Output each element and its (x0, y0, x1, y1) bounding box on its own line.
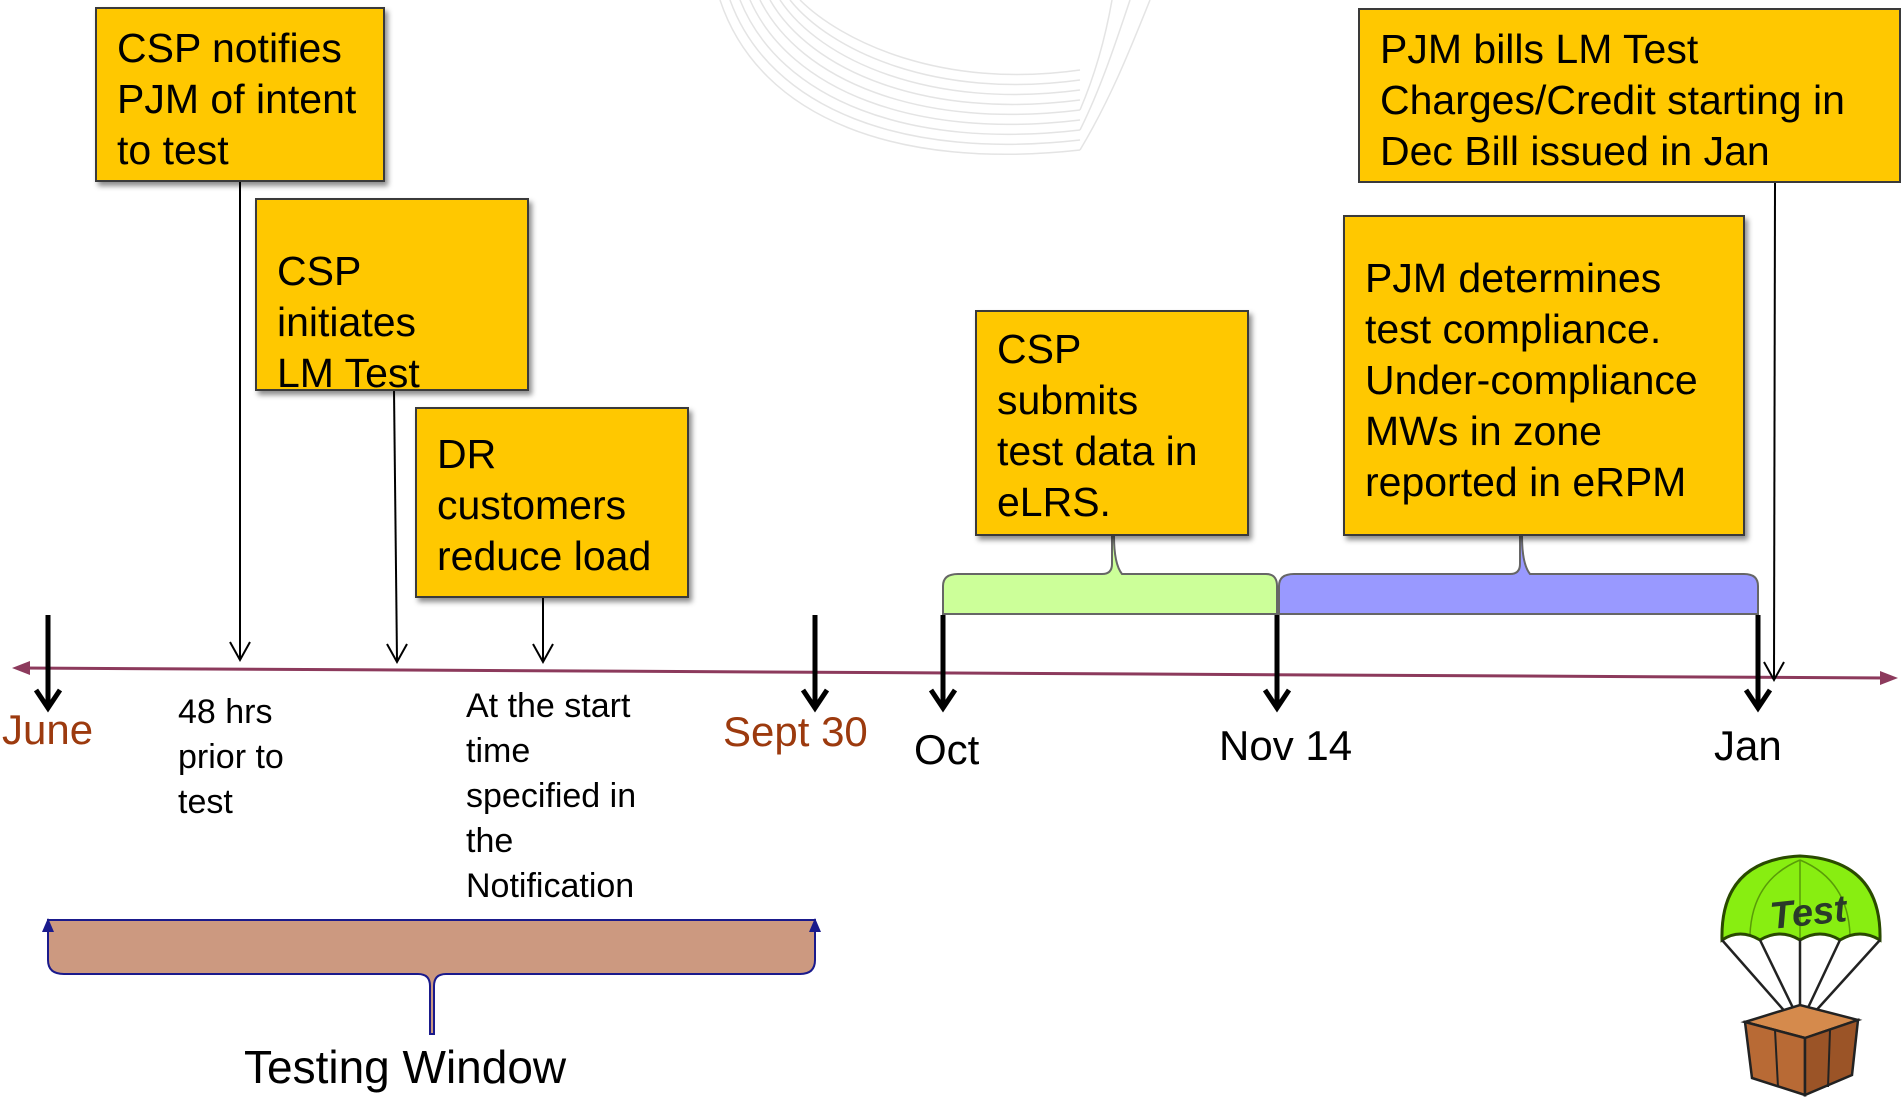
background-swirl (719, 0, 1151, 156)
box-pjm-bills: PJM bills LM Test Charges/Credit startin… (1358, 8, 1901, 183)
box-dr-customers: DR customers reduce load (415, 407, 689, 598)
jan-arrowhead (1743, 688, 1773, 713)
label-nov14: Nov 14 (1219, 722, 1353, 769)
testing-window-right-tip (809, 918, 821, 932)
june-arrowhead (33, 688, 63, 713)
box-csp-initiates: CSP initiates LM Test (255, 198, 529, 396)
label-jan: Jan (1714, 722, 1782, 769)
label-testing-window: Testing Window (244, 1041, 567, 1093)
bills-connector (1773, 182, 1776, 679)
testing-window-brace (47, 919, 816, 1035)
testing-window-left-tip (42, 918, 54, 932)
timeline-left-arrowhead (12, 661, 30, 675)
label-oct: Oct (914, 726, 980, 773)
sept30-arrowhead (800, 688, 830, 713)
box-pjm-determines: PJM determines test compliance. Under-co… (1343, 215, 1745, 536)
parachute-test-label: Test (1767, 888, 1849, 938)
blue-brace (1278, 535, 1759, 615)
label-sept30: Sept 30 (723, 708, 868, 755)
timeline-line (21, 666, 1889, 680)
label-june: June (2, 706, 94, 753)
green-brace (942, 535, 1278, 615)
oct-arrowhead (928, 688, 958, 713)
nov14-arrowhead (1262, 688, 1292, 713)
parachute-crate-icon (1720, 854, 1882, 1097)
timeline-right-arrowhead (1880, 671, 1898, 685)
box-csp-submits: CSP submits test data in eLRS. (975, 310, 1249, 536)
initiate-connector (393, 389, 398, 661)
label-start-time: At the start time specified in the Notif… (466, 687, 637, 905)
milestone-arrows (33, 615, 1773, 713)
box-csp-notifies: CSP notifies PJM of intent to test (95, 7, 385, 182)
label-48hrs: 48 hrs prior to test (178, 693, 284, 821)
connector-lines (229, 180, 1785, 683)
